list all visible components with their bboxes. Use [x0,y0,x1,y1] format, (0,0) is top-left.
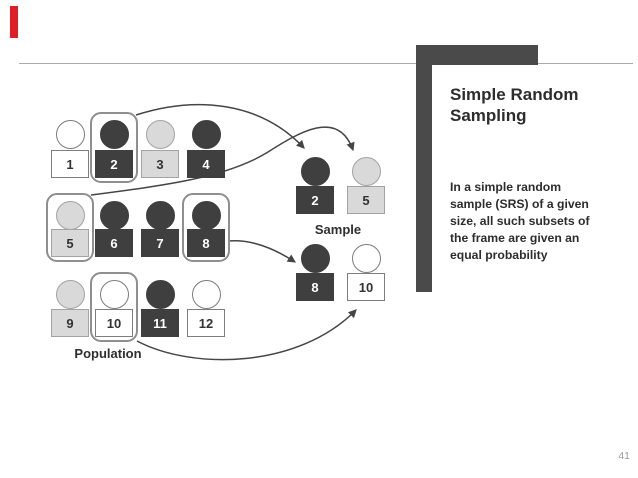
population-person-4-number-box: 4 [187,150,225,178]
population-person-11-head-icon [145,280,175,309]
slide-title-line2: Sampling [450,106,527,125]
slide-body-text: In a simple random sample (SRS) of a giv… [450,179,618,264]
population-person-3-head-icon [145,120,175,149]
sample-person-10-head-icon [351,244,381,273]
slide-title: Simple Random Sampling [450,84,610,126]
population-person-7-head-icon [145,201,175,230]
population-person-9-number-box: 9 [51,309,89,337]
population-person-8-head-icon [191,201,221,230]
population-label: Population [74,346,142,361]
horizontal-rule [19,63,633,64]
sample-person-10-number-box: 10 [347,273,385,301]
population-person-5-head-icon [55,201,85,230]
population-person-3-number-box: 3 [141,150,179,178]
population-person-5-number-box: 5 [51,229,89,257]
population-person-10-selection-outline [90,272,138,342]
page-number: 41 [618,450,630,462]
sample-label: Sample [314,222,362,237]
population-person-7-number-box: 7 [141,229,179,257]
sample-person-8-head-icon [300,244,330,273]
population-person-2-selection-outline [90,112,138,183]
slide-title-line1: Simple Random [450,85,579,104]
population-person-8-number-box: 8 [187,229,225,257]
population-person-4-head-icon [191,120,221,149]
population-person-10-number-box: 10 [95,309,133,337]
body-line: the frame are given an [450,230,580,245]
body-line: sample (SRS) of a given [450,196,589,211]
population-person-8-selection-outline [182,193,230,262]
red-accent-strip [10,6,18,38]
population-person-10-head-icon [99,280,129,309]
sample-person-2-head-icon [300,157,330,186]
population-person-12-head-icon [191,280,221,309]
population-person-6-number-box: 6 [95,229,133,257]
population-person-6-head-icon [99,201,129,230]
arrow-person8-to-sample [227,239,297,263]
accent-bar-vertical [416,45,432,292]
population-person-2-head-icon [99,120,129,149]
population-person-2-number-box: 2 [95,150,133,178]
body-line: size, all such subsets of [450,213,590,228]
body-line: In a simple random [450,180,562,194]
body-line: equal probability [450,247,548,262]
population-person-9-head-icon [55,280,85,309]
population-person-1-head-icon [55,120,85,149]
population-person-11-number-box: 11 [141,309,179,337]
population-person-5-selection-outline [46,193,94,262]
population-person-12-number-box: 12 [187,309,225,337]
sample-person-5-number-box: 5 [347,186,385,214]
sample-person-5-head-icon [351,157,381,186]
sample-person-2-number-box: 2 [296,186,334,214]
population-person-1-number-box: 1 [51,150,89,178]
accent-bar-horizontal [416,45,538,65]
sample-person-8-number-box: 8 [296,273,334,301]
